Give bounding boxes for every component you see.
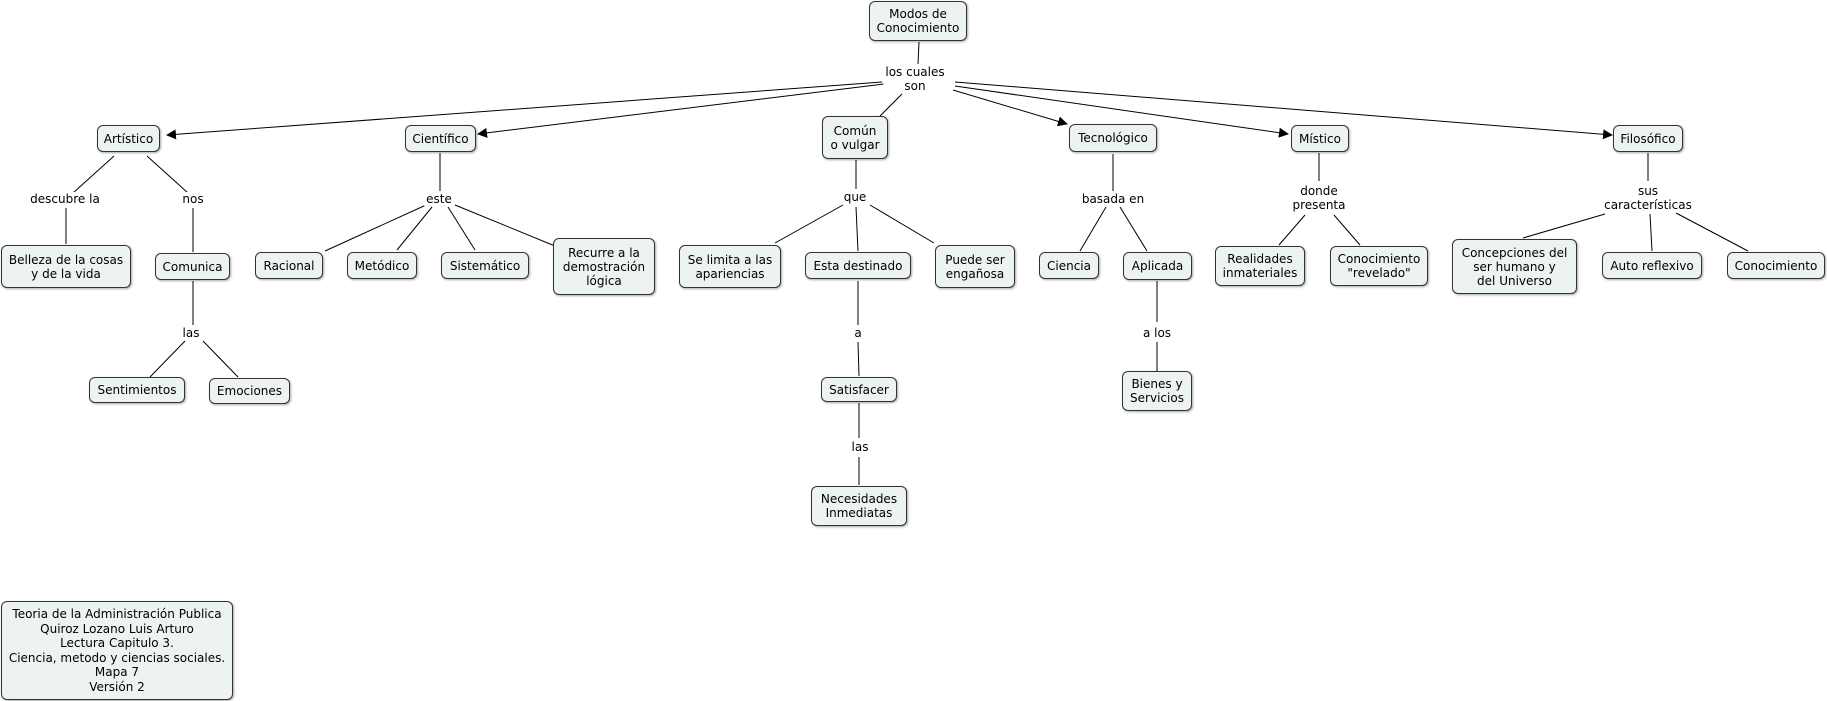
concept-modos-de-conocimiento[interactable]: Modos de Conocimiento — [869, 1, 967, 41]
linking-phrase-descubre-la: descubre la — [28, 192, 102, 206]
info-box: Teoria de la Administración Publica Quir… — [1, 601, 233, 700]
link-line — [396, 206, 433, 251]
arrow-cientifico — [477, 83, 885, 138]
concept-metodico[interactable]: Metódico — [347, 252, 417, 279]
link-line — [774, 204, 844, 244]
concept-comun-o-vulgar[interactable]: Común o vulgar — [822, 116, 888, 159]
concept-cientifico[interactable]: Científico — [405, 125, 476, 152]
link-line — [1119, 206, 1148, 252]
link-line — [324, 204, 427, 252]
concept-necesidades-inmediatas[interactable]: Necesidades Inmediatas — [811, 486, 907, 526]
linking-phrase-sus-caracteristicas: sus características — [1602, 184, 1694, 212]
concept-sistematico[interactable]: Sistemático — [441, 252, 529, 279]
concept-belleza[interactable]: Belleza de la cosas y de la vida — [1, 245, 131, 288]
concept-ciencia[interactable]: Ciencia — [1039, 252, 1099, 279]
link-line — [855, 206, 859, 252]
link-line — [1079, 206, 1107, 252]
concept-emociones[interactable]: Emociones — [209, 378, 290, 404]
concept-esta-destinado[interactable]: Esta destinado — [805, 252, 911, 279]
link-line — [1333, 214, 1361, 246]
link-line — [1649, 213, 1653, 252]
link-line — [1675, 212, 1749, 252]
linking-phrase-basada-en: basada en — [1079, 192, 1147, 206]
concept-se-limita[interactable]: Se limita a las apariencias — [679, 245, 781, 288]
concept-tecnologico[interactable]: Tecnológico — [1069, 124, 1157, 152]
concept-filosofico[interactable]: Filosófico — [1613, 125, 1683, 152]
link-line — [454, 204, 556, 247]
line-comun — [879, 93, 903, 117]
link-line — [149, 340, 186, 378]
concept-satisfacer[interactable]: Satisfacer — [821, 377, 897, 402]
link-line — [202, 340, 239, 378]
link-line — [1522, 213, 1606, 239]
concept-conocimiento[interactable]: Conocimiento — [1727, 252, 1825, 279]
concept-comunica[interactable]: Comunica — [155, 253, 230, 280]
link-line — [917, 41, 920, 65]
linking-phrase-a: a — [852, 326, 864, 340]
concept-aplicada[interactable]: Aplicada — [1123, 252, 1192, 280]
link-line — [447, 206, 476, 251]
concept-racional[interactable]: Racional — [255, 252, 323, 279]
concept-sentimientos[interactable]: Sentimientos — [89, 377, 185, 403]
linking-phrase-las: las — [180, 326, 202, 340]
concept-bienes-y-servicios[interactable]: Bienes y Servicios — [1122, 371, 1192, 411]
link-line — [1278, 214, 1306, 246]
arrow-tecnologico — [952, 89, 1068, 127]
concept-realidades-inmateriales[interactable]: Realidades inmateriales — [1215, 246, 1305, 286]
concept-mistico[interactable]: Místico — [1291, 125, 1349, 152]
linking-phrase-los-cuales-son: los cuales son — [883, 65, 947, 93]
arrow-artistico — [166, 81, 883, 140]
linking-phrase-este: este — [424, 192, 454, 206]
link-line — [869, 204, 935, 244]
linking-phrase-a-los: a los — [1140, 326, 1174, 340]
linking-phrase-donde-presenta: donde presenta — [1290, 184, 1348, 212]
arrow-filosofico — [954, 81, 1613, 140]
concept-concepciones[interactable]: Concepciones del ser humano y del Univer… — [1452, 239, 1577, 294]
concept-auto-reflexivo[interactable]: Auto reflexivo — [1602, 252, 1702, 279]
concept-puede-ser-enganosa[interactable]: Puede ser engañosa — [935, 245, 1015, 288]
link-line — [72, 155, 115, 194]
link-line — [857, 341, 860, 377]
linking-phrase-que: que — [841, 190, 869, 204]
linking-phrase-nos: nos — [180, 192, 206, 206]
concept-recurre[interactable]: Recurre a la demostración lógica — [553, 238, 655, 295]
concept-conocimiento-revelado[interactable]: Conocimiento "revelado" — [1330, 246, 1428, 286]
link-line — [146, 155, 189, 194]
linking-phrase-las: las — [849, 440, 871, 454]
concept-artistico[interactable]: Artístico — [97, 125, 160, 152]
arrow-mistico — [954, 85, 1289, 138]
